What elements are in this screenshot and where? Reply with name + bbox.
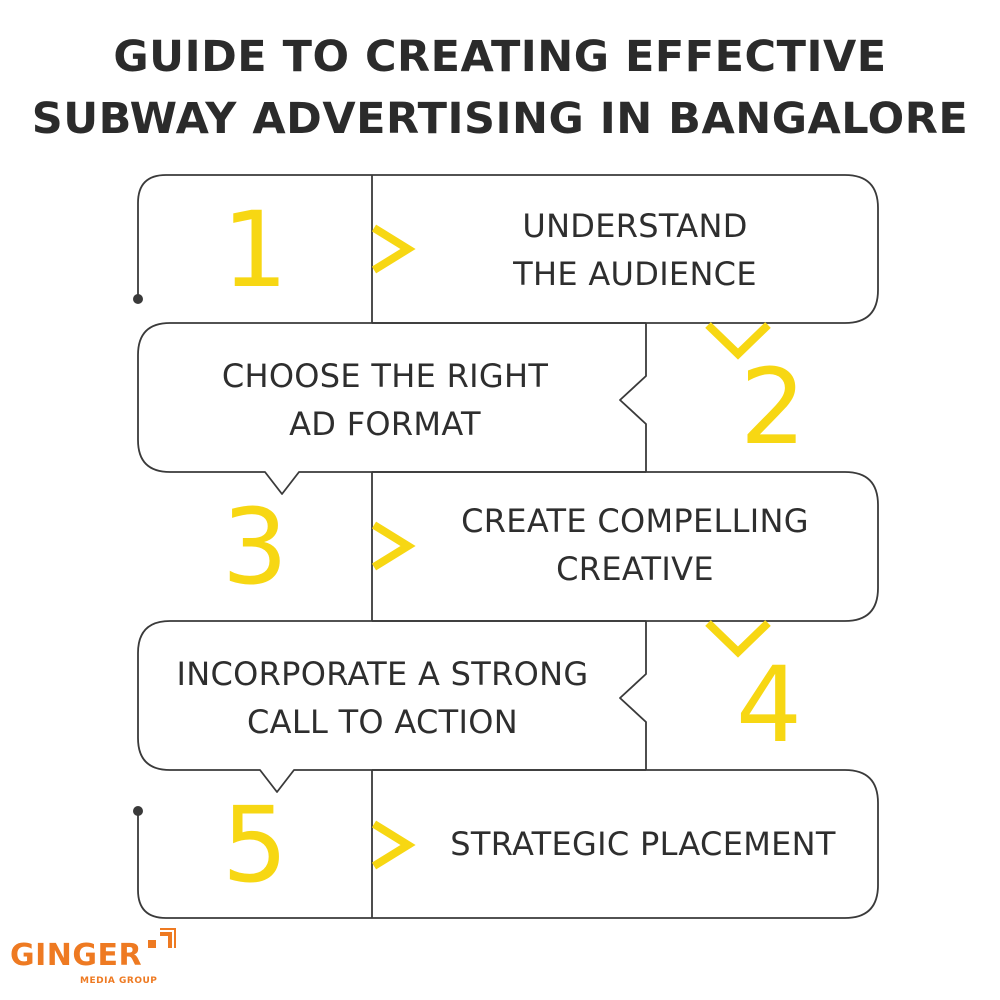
logo-subtitle: MEDIA GROUP [80, 976, 158, 986]
step-3-number: 3 [221, 486, 289, 608]
arrow-right-1-icon [371, 224, 416, 274]
title-line-2: SUBWAY ADVERTISING IN BANGALORE [31, 94, 969, 144]
step-4-line-1: INCORPORATE A STRONG [176, 655, 589, 693]
ginger-logo: GINGER MEDIA GROUP [10, 928, 190, 992]
step-2-text: CHOOSE THE RIGHT AD FORMAT [150, 352, 620, 448]
step-5-text: STRATEGIC PLACEMENT [418, 820, 868, 868]
arrow-right-3-icon [371, 521, 416, 571]
step-5-line-1: STRATEGIC PLACEMENT [450, 825, 836, 863]
step-4-box [137, 620, 646, 793]
step-2-number: 2 [739, 346, 807, 468]
step-1-left-bracket [137, 174, 372, 298]
step-4-text: INCORPORATE A STRONG CALL TO ACTION [140, 650, 625, 746]
step-1-number: 1 [221, 189, 289, 311]
connector-dot-bottom [133, 806, 143, 816]
step-5-box [372, 769, 879, 919]
step-1-line-2: THE AUDIENCE [513, 255, 757, 293]
arrow-right-5-icon [371, 820, 416, 870]
step-1-box [372, 174, 879, 324]
step-3-line-2: CREATIVE [556, 550, 714, 588]
step-1-line-1: UNDERSTAND [522, 207, 748, 245]
step-2-divider [619, 323, 647, 472]
step-2-line-1: CHOOSE THE RIGHT [221, 357, 549, 395]
logo-name: GINGER [10, 938, 143, 973]
arrow-down-4-icon [705, 620, 771, 658]
title-line-1: GUIDE TO CREATING EFFECTIVE [113, 32, 887, 82]
connector-dot-top [133, 294, 143, 304]
step-5-number: 5 [221, 784, 289, 906]
logo-mark-icon [148, 928, 176, 948]
step-2-line-2: AD FORMAT [289, 405, 481, 443]
step-4-line-2: CALL TO ACTION [247, 703, 518, 741]
page-title: GUIDE TO CREATING EFFECTIVE SUBWAY ADVER… [0, 26, 1000, 150]
arrow-down-2-icon [705, 322, 771, 360]
step-4-divider [619, 621, 647, 770]
step-3-line-1: CREATE COMPELLING [461, 502, 809, 540]
step-4-number: 4 [735, 644, 803, 766]
step-1-text: UNDERSTAND THE AUDIENCE [430, 202, 840, 298]
step-3-text: CREATE COMPELLING CREATIVE [410, 497, 860, 593]
step-5-left-bracket [137, 812, 372, 919]
step-3-box [372, 471, 879, 622]
step-2-box [137, 322, 646, 495]
